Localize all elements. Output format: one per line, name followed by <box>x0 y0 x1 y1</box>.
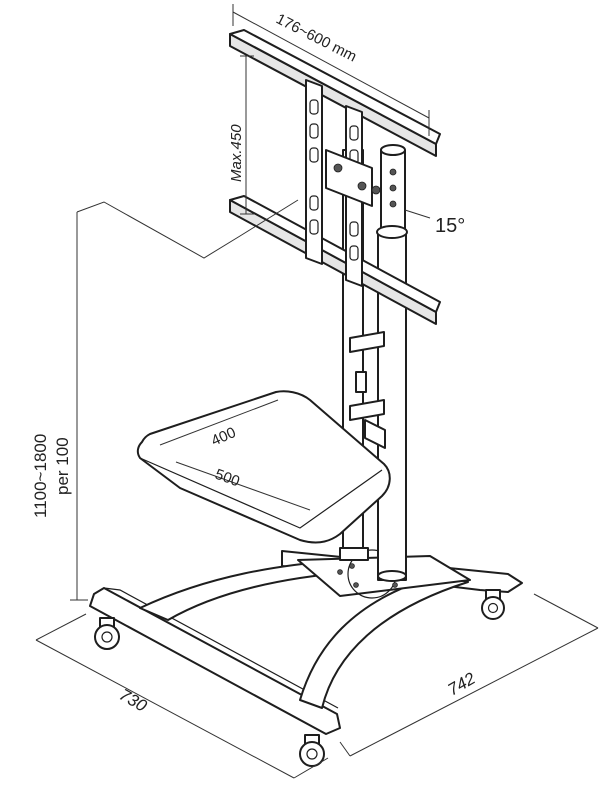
label-height-step: per 100 <box>53 437 72 495</box>
casters <box>94 589 505 767</box>
bracket-lower <box>349 399 385 421</box>
caster-front-right <box>299 734 325 767</box>
base-frame <box>89 549 523 735</box>
label-vesa-height: Max.450 <box>228 124 245 182</box>
vesa-slots <box>309 99 359 261</box>
caster-rear-right <box>481 589 505 620</box>
vesa-mount <box>229 29 441 325</box>
dimension-lines <box>35 4 599 779</box>
vesa-left-arm <box>305 79 323 265</box>
tilt-plate <box>325 149 373 207</box>
bracket-upper <box>349 331 385 353</box>
label-base-depth: 730 <box>116 685 151 716</box>
label-base-width: 742 <box>445 669 480 700</box>
front-crossbar <box>89 587 341 735</box>
right-arm <box>299 574 469 709</box>
caster-front-left <box>94 617 120 650</box>
label-height-range: 1100~1800 <box>31 434 50 518</box>
label-tilt: 15° <box>435 215 465 237</box>
